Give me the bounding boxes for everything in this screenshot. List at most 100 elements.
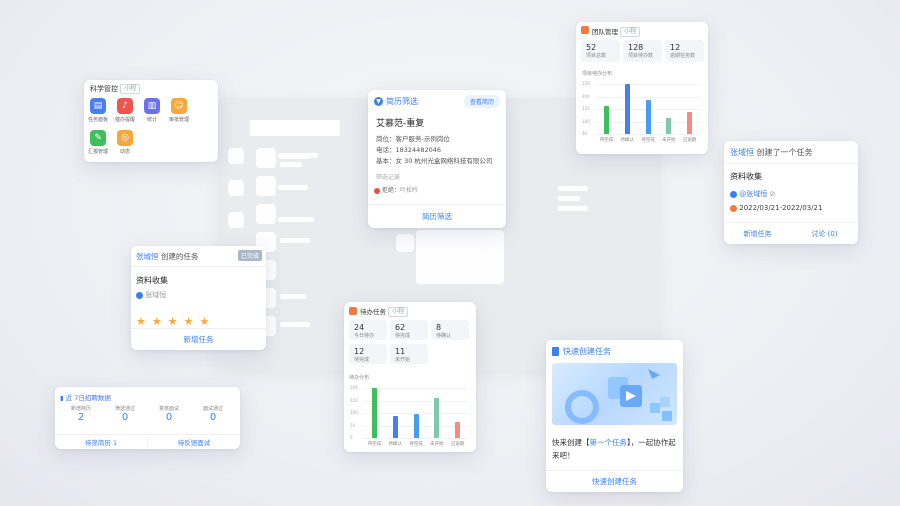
bg-line — [280, 238, 310, 243]
illustration — [552, 363, 677, 425]
feature-label: 统计 — [146, 117, 157, 123]
x-tick-label: 待确认 — [620, 138, 634, 143]
pending-interview-button[interactable]: 待反馈面试 — [177, 439, 211, 447]
stat-label: 待完成 — [395, 333, 411, 339]
user-link[interactable]: 张域恒 — [136, 252, 159, 261]
stat-label: 新增简历 — [70, 406, 91, 412]
stat-number: 0 — [121, 412, 129, 423]
dynamic-icon[interactable]: ◎ — [117, 130, 133, 146]
candidate-info: 岗位：客户服务-示例岗位 电话：18324482046 基本：女 30 杭州光盒… — [376, 134, 492, 167]
chart-bar — [645, 100, 651, 134]
card-title: 快速创建任务 — [563, 347, 611, 356]
stat-number: 0 — [165, 412, 173, 423]
created-header: 张域恒 创建的任务 — [136, 251, 198, 262]
badge: 小程 — [388, 307, 409, 317]
x-tick-label: 待完成 — [367, 442, 382, 447]
grid-line — [364, 438, 468, 439]
card-title: 团队管理 小程 — [592, 26, 641, 37]
feature-label: 汇报管理 — [87, 149, 108, 155]
basic-text: 基本：女 30 杭州光盒网络科技有限公司 — [376, 157, 493, 165]
stat-label: 今日待办 — [354, 333, 375, 339]
view-resume-button[interactable]: 查看简历 — [463, 95, 500, 108]
bg-square — [228, 212, 244, 228]
activity-action: 创建了一个任务 — [756, 148, 813, 157]
bg-line — [280, 154, 310, 159]
y-tick-label: 0 — [350, 435, 353, 440]
task-board-icon[interactable]: ▤ — [90, 98, 106, 114]
record-label: 筛选记录 — [376, 174, 401, 181]
x-tick-label: 已逾期 — [450, 442, 465, 447]
user-link[interactable]: 张域恒 — [730, 148, 754, 157]
chart-icon[interactable]: ▥ — [144, 98, 160, 114]
pending-resume-button[interactable]: 待筛简历 1 — [84, 439, 118, 447]
bg-square — [228, 180, 244, 196]
stat-label: 逾期任务数 — [670, 53, 696, 59]
stat-label: 项目总数 — [586, 53, 607, 59]
bg-line — [558, 206, 588, 211]
bg-line — [278, 185, 308, 190]
bell-icon[interactable]: ♪ — [117, 98, 133, 114]
person-icon[interactable]: ☺ — [171, 98, 187, 114]
new-task-button[interactable]: 新增任务 — [743, 229, 772, 238]
position-text: 岗位：客户服务-示例岗位 — [376, 135, 450, 143]
feature-label: 任务面板 — [87, 117, 108, 123]
reject-icon — [374, 187, 380, 194]
divider — [147, 438, 148, 446]
bg-square — [228, 148, 244, 164]
document-icon — [552, 347, 559, 356]
star-icon: ★ — [167, 315, 178, 328]
edit-icon[interactable]: ✎ — [90, 130, 106, 146]
created-action: 创建的任务 — [160, 252, 199, 261]
chart-bar — [413, 414, 419, 438]
grid-line — [596, 96, 700, 98]
bg-square — [256, 176, 276, 196]
candidate-name: 艾慕范-重复 — [376, 119, 425, 129]
first-task-link[interactable]: 第一个任务 — [589, 438, 628, 447]
y-tick-label: 50 — [350, 422, 356, 428]
grid-line — [364, 388, 468, 389]
stat-number: 12 — [670, 43, 681, 52]
x-tick-label: 待确认 — [388, 442, 402, 447]
user-icon — [136, 291, 143, 299]
assignee[interactable]: @张域恒 — [739, 190, 768, 198]
card-title: ▮ 近 7日招聘数据 — [60, 394, 111, 402]
science-control-card: 科学管控 小程 ▤任务面板♪催办提醒▥统计☺审批管理✎汇报管理◎动态 — [84, 80, 218, 162]
badge: 小程 — [120, 84, 141, 94]
stat-number: 8 — [436, 323, 442, 332]
stat-number: 62 — [395, 323, 406, 332]
stat-number: 0 — [209, 412, 217, 423]
quick-create-text: 快来创建【第一个任务】，一起协作起来吧！ — [552, 438, 676, 460]
activity-card: 张域恒 创建了一个任务 资料收集 @张域恒 ⊘ 2022/03/21-2022/… — [724, 141, 858, 244]
resume-filter-button[interactable]: 简历筛选 — [368, 204, 506, 228]
illustration-graphic — [565, 369, 672, 424]
stat-label: 复核面试 — [158, 406, 179, 412]
stat-number: 2 — [77, 412, 85, 423]
chart-bar — [603, 106, 609, 134]
x-tick-label: 未开始 — [430, 442, 444, 447]
card-title: 科学管控 小程 — [90, 84, 141, 94]
stat-number: 128 — [628, 43, 644, 52]
assignee-row: 张域恒 — [136, 290, 166, 300]
star-icon: ★ — [151, 315, 162, 328]
quick-create-button[interactable]: 快速创建任务 — [546, 470, 683, 492]
stat-label: 待确认 — [436, 333, 452, 339]
divider — [724, 163, 858, 164]
grid-line — [364, 413, 468, 414]
grid-line — [596, 84, 700, 85]
reject-label: 拒绝： — [381, 187, 400, 194]
stat-label: 项目待办数 — [628, 53, 654, 59]
task-name: 资料收集 — [730, 172, 762, 181]
y-tick-label: 50 — [582, 131, 588, 136]
date-row: 2022/03/21-2022/03/21 — [730, 204, 822, 212]
activity-actions: 新增任务 讨论 (0) — [724, 222, 858, 244]
discuss-button[interactable]: 讨论 (0) — [811, 229, 838, 238]
stat-label: 未开始 — [395, 357, 411, 363]
phone-text: 电话：18324482046 — [376, 146, 441, 154]
new-task-button[interactable]: 新增任务 — [131, 328, 266, 350]
